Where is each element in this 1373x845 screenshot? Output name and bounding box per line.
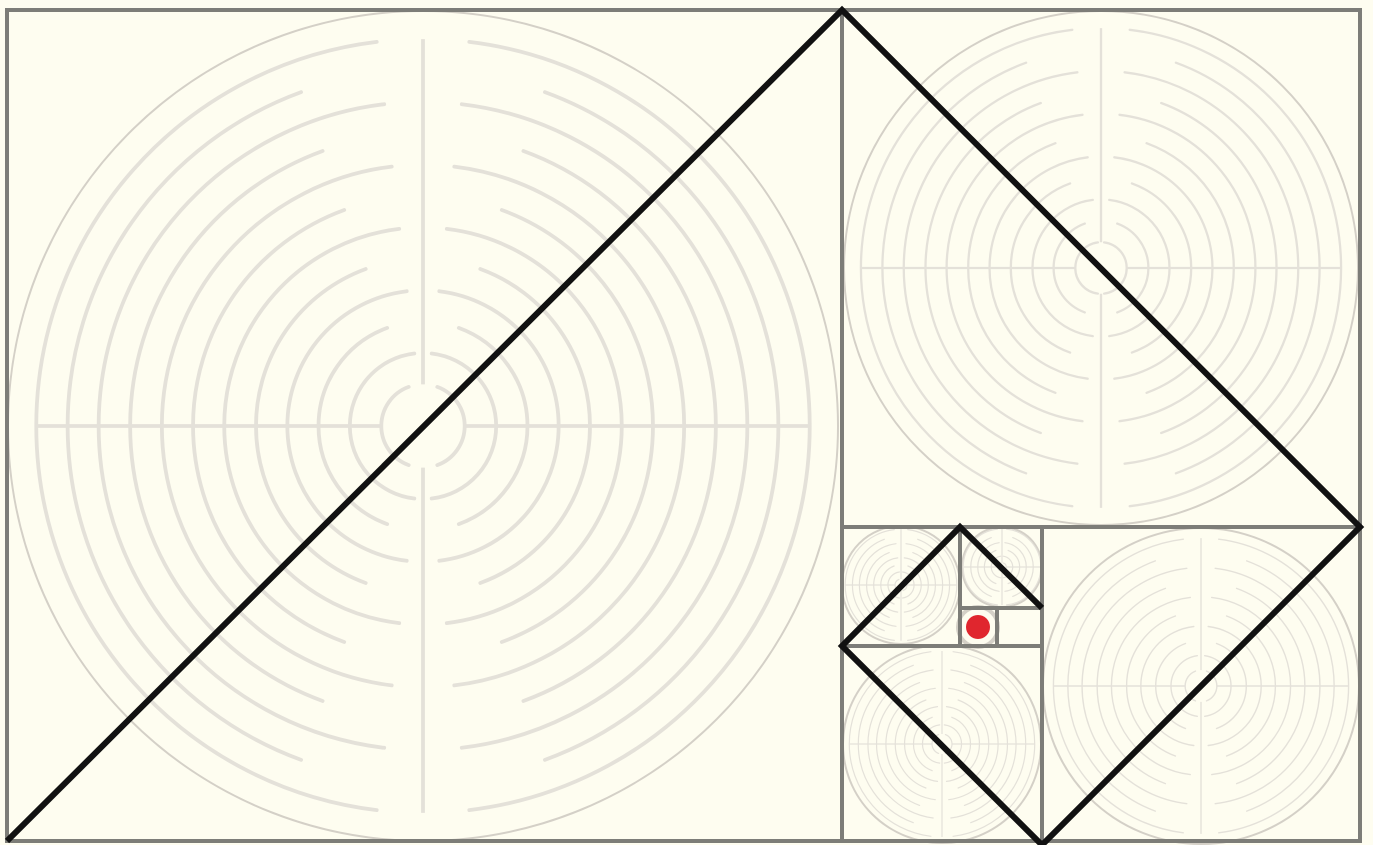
red-dot-icon (966, 615, 990, 639)
labyrinth-group (7, 10, 1360, 845)
